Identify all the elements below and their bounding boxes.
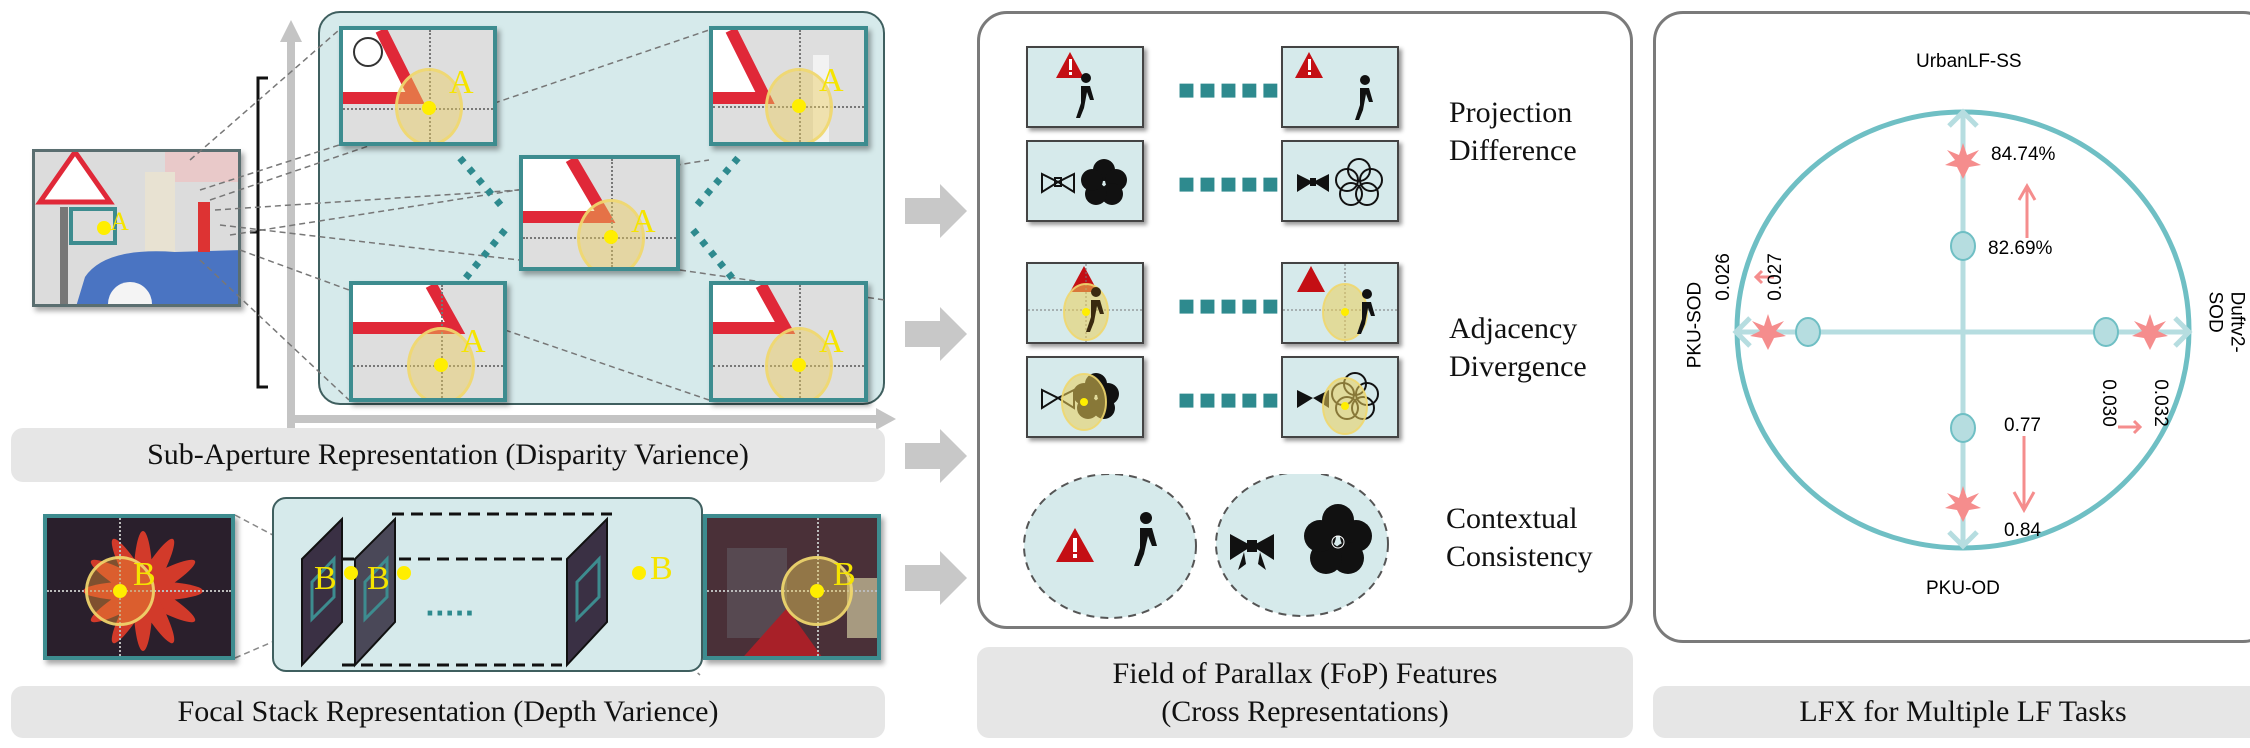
sub-aperture-view-top-left: A — [339, 26, 497, 146]
source-light-field-image: A — [32, 149, 241, 307]
point-b-label: B — [650, 550, 673, 587]
sub-aperture-view-bottom-right: A — [709, 281, 868, 402]
lfx-marker-pku-od — [1945, 486, 1981, 522]
lfx-marker-duftv2-sod — [2132, 314, 2168, 350]
focal-ellipsis: ····· — [425, 599, 474, 629]
caption-line: Field of Parallax (FoP) Features — [1112, 656, 1498, 690]
fop-features-caption: Field of Parallax (FoP) Features (Cross … — [977, 647, 1633, 738]
pku-sod-lfx-value: 0.026 — [1712, 253, 1734, 301]
point-b-label: B — [314, 560, 337, 597]
point-a-label: A — [449, 64, 474, 101]
point-a-label: A — [819, 62, 844, 99]
lfx-tasks-panel: UrbanLF-SS PKU-OD PKU-SOD Duftv2-SOD 84.… — [1653, 11, 2250, 643]
focal-slice-near: B — [43, 514, 235, 660]
street-scene-illustration — [35, 152, 238, 304]
focal-point-marker — [397, 566, 411, 580]
point-a-marker — [97, 221, 111, 235]
focal-stack-panel — [272, 497, 703, 672]
flower-icon — [1081, 159, 1127, 205]
focal-stack-caption: Focal Stack Representation (Depth Varien… — [11, 686, 885, 738]
baseline-marker-urbanlf-ss — [1950, 231, 1976, 261]
lfx-tasks-caption-text: LFX for Multiple LF Tasks — [1799, 695, 2127, 728]
duftv2-sod-lfx-value: 0.032 — [2149, 379, 2171, 427]
flow-arrow-icon — [905, 429, 967, 483]
focal-point-marker — [632, 566, 646, 580]
projection-view-n-warning-pedestrian — [1281, 46, 1399, 128]
view-ellipsis: ▪▪▪▪▪ — [1177, 382, 1282, 415]
flow-arrow-icon — [905, 551, 967, 605]
baseline-marker-pku-sod — [1795, 317, 1821, 347]
fop-features-panel: ▪▪▪▪▪ ▪▪▪▪▪ Projection Difference — [977, 11, 1633, 629]
point-b-label: B — [367, 560, 390, 597]
flower-icon — [1304, 504, 1372, 574]
view-ellipsis: ▪▪▪▪▪ — [1177, 288, 1282, 321]
label-line: Contextual — [1446, 502, 1578, 535]
lfx-radar-diagram — [1732, 108, 2193, 551]
caption-line: (Cross Representations) — [1161, 694, 1449, 728]
bow-icon — [1297, 174, 1329, 192]
sub-aperture-view-center: A — [519, 155, 680, 271]
flow-arrow-icon — [905, 184, 967, 238]
pku-sod-baseline-value: 0.027 — [1764, 253, 1786, 301]
label-line: Consistency — [1446, 540, 1593, 573]
pedestrian-icon — [1355, 75, 1373, 120]
pku-od-baseline-value: 0.77 — [2004, 415, 2041, 436]
contextual-consistency-label: Contextual Consistency — [1446, 500, 1593, 576]
point-b-label: B — [133, 556, 156, 593]
sub-aperture-view-bottom-left: A — [349, 281, 507, 402]
label-line: Adjacency — [1449, 312, 1578, 345]
point-a-label: A — [631, 203, 656, 240]
adjacency-divergence-label: Adjacency Divergence — [1449, 310, 1587, 386]
axis-label-top: UrbanLF-SS — [1916, 51, 2022, 72]
point-a-label: A — [110, 207, 129, 236]
pedestrian-icon — [1076, 73, 1094, 118]
axis-label-bottom: PKU-OD — [1926, 578, 2000, 599]
point-b-label: B — [833, 556, 856, 593]
sub-aperture-caption: Sub-Aperture Representation (Disparity V… — [11, 428, 885, 482]
view-ellipsis: ▪▪▪▪▪ — [1177, 166, 1282, 199]
view-axes — [280, 20, 896, 430]
view-ellipsis: ▪▪▪▪▪ — [1177, 72, 1282, 105]
focal-point-marker — [344, 566, 358, 580]
lfx-marker-urbanlf-ss — [1945, 143, 1981, 179]
baseline-marker-pku-od — [1950, 413, 1976, 443]
flower-icon — [1335, 158, 1383, 206]
bow-icon — [1230, 534, 1274, 570]
point-a-label: A — [819, 323, 844, 360]
adjacency-view-n-bow-flower — [1281, 356, 1399, 438]
lfx-marker-pku-sod — [1750, 314, 1786, 350]
axis-label-left: PKU-SOD — [1684, 281, 1706, 369]
adjacency-view-1-warning-pedestrian — [1026, 262, 1144, 344]
projection-view-1-bow-flower — [1026, 140, 1144, 222]
sub-aperture-view-top-right: A — [709, 26, 868, 146]
sub-aperture-caption-text: Sub-Aperture Representation (Disparity V… — [147, 438, 749, 471]
duftv2-sod-baseline-value: 0.030 — [2097, 379, 2119, 427]
lfx-tasks-caption: LFX for Multiple LF Tasks — [1653, 686, 2250, 738]
adjacency-view-1-bow-flower — [1026, 356, 1144, 438]
pedestrian-icon — [1134, 512, 1157, 566]
label-line: Difference — [1449, 134, 1577, 167]
label-line: Projection — [1449, 96, 1573, 129]
contextual-groups — [1023, 474, 1389, 619]
warning-icon — [1056, 528, 1094, 562]
axis-label-right: Duftv2-SOD — [2204, 291, 2248, 353]
point-a-label: A — [461, 323, 486, 360]
focal-stack-volume: ····· — [301, 512, 612, 668]
focal-slice-far: B — [703, 514, 881, 660]
projection-difference-label: Projection Difference — [1449, 94, 1577, 170]
projection-view-n-bow-flower — [1281, 140, 1399, 222]
urbanlf-ss-baseline-value: 82.69% — [1988, 238, 2053, 259]
label-line: Divergence — [1449, 350, 1587, 383]
adjacency-view-n-warning-pedestrian — [1281, 262, 1399, 344]
urbanlf-ss-lfx-value: 84.74% — [1991, 144, 2056, 165]
pku-od-lfx-value: 0.84 — [2004, 520, 2041, 541]
bow-icon — [1041, 172, 1075, 194]
projection-view-1-warning-pedestrian — [1026, 46, 1144, 128]
focal-stack-caption-text: Focal Stack Representation (Depth Varien… — [177, 695, 719, 728]
baseline-marker-duftv2-sod — [2093, 317, 2119, 347]
improvement-arrows — [1753, 182, 2143, 514]
flow-arrow-icon — [905, 307, 967, 361]
